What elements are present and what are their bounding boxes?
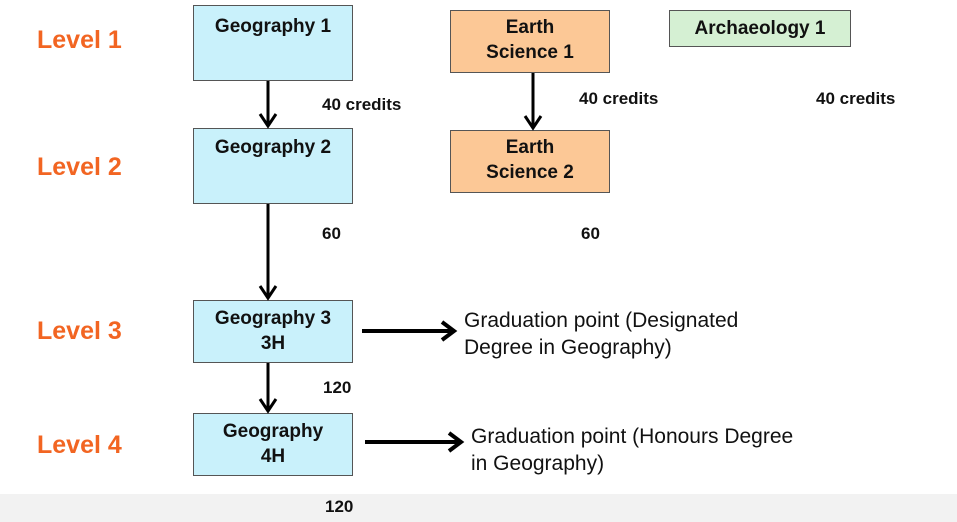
box-label: Earth (505, 17, 555, 38)
geography-4-box: Geography 4H (193, 413, 353, 476)
graduation-line: in Geography) (471, 452, 605, 475)
arrow-geo3-graduation (362, 320, 458, 342)
box-sublabel: 3H (260, 333, 286, 354)
graduation-line: Graduation point (Designated (464, 309, 739, 332)
level-3-label: Level 3 (37, 317, 122, 345)
graduation-honours: Graduation point (Honours Degree in Geogr… (471, 423, 793, 477)
credits-geo-l3: 120 (323, 378, 352, 397)
credits-geo-l4: 120 (325, 497, 354, 516)
footer-bar (0, 494, 957, 522)
geography-1-box: Geography 1 (193, 5, 353, 81)
credits-es-l1: 40 credits (579, 89, 659, 108)
credits-geo-l2: 60 (322, 224, 341, 243)
arrow-geo1-geo2 (258, 81, 278, 129)
level-1-label: Level 1 (37, 26, 122, 54)
credits-geo-l1: 40 credits (322, 95, 402, 114)
arrow-geo2-geo3 (258, 204, 278, 301)
graduation-line: Degree in Geography) (464, 336, 672, 359)
box-label: Geography 2 (214, 137, 332, 158)
geography-3-box: Geography 3 3H (193, 300, 353, 363)
arrow-es1-es2 (523, 73, 543, 131)
credits-es-l2: 60 (581, 224, 600, 243)
geography-2-box: Geography 2 (193, 128, 353, 204)
arrow-geo3-geo4 (258, 363, 278, 414)
box-label: Geography 3 (214, 308, 332, 329)
box-label: Archaeology 1 (694, 18, 826, 39)
box-label: Geography (222, 421, 324, 442)
box-sublabel: 4H (260, 446, 286, 467)
level-4-label: Level 4 (37, 431, 122, 459)
box-label: Geography 1 (214, 16, 332, 37)
level-2-label: Level 2 (37, 153, 122, 181)
box-sublabel: Science 1 (486, 42, 574, 63)
box-label: Earth (505, 137, 555, 158)
archaeology-1-box: Archaeology 1 (669, 10, 851, 47)
credits-arch-l1: 40 credits (816, 89, 896, 108)
box-sublabel: Science 2 (486, 162, 574, 183)
arrow-geo4-graduation (365, 431, 465, 453)
graduation-line: Graduation point (Honours Degree (471, 425, 794, 448)
